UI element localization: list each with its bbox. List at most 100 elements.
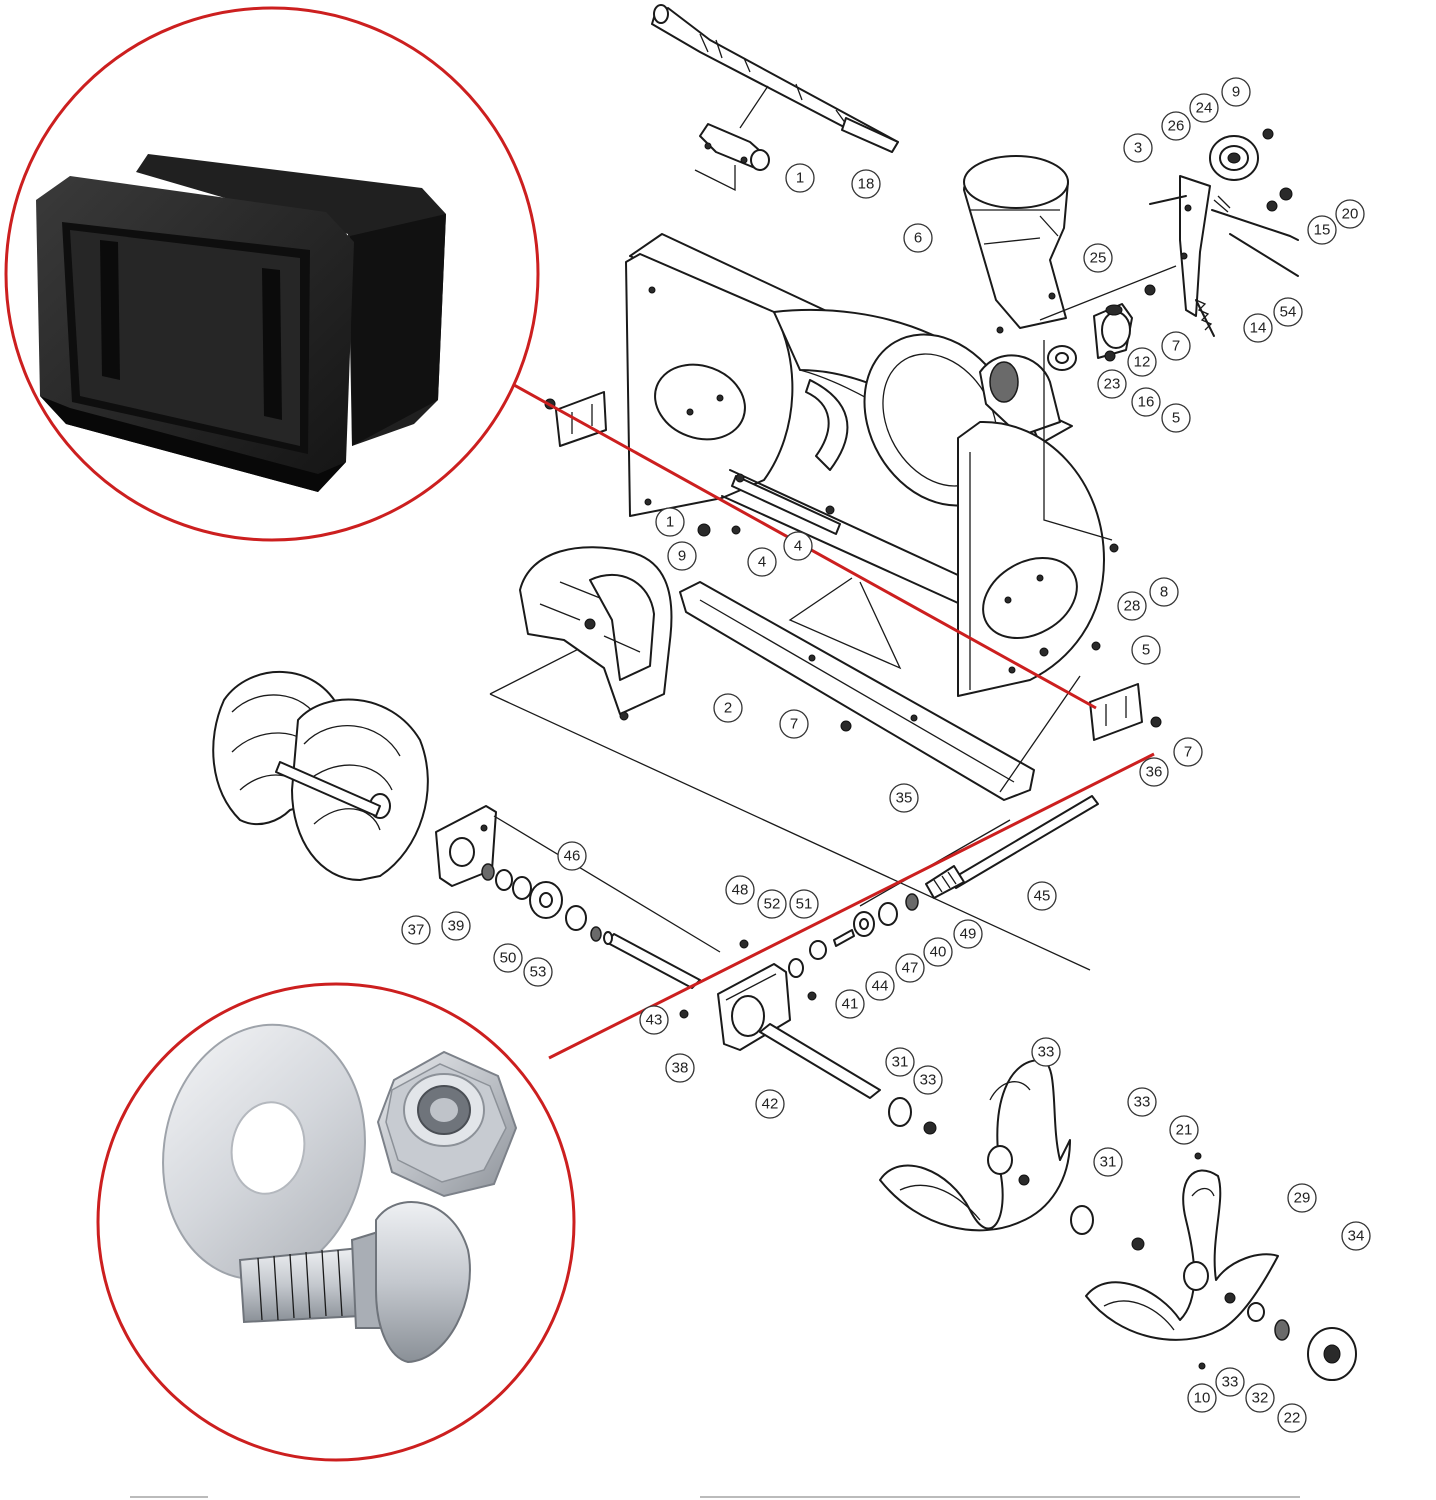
drive-shaft: [603, 931, 881, 1099]
callout-5: 5: [1131, 635, 1161, 665]
callout-label: 37: [408, 922, 425, 939]
impeller: [519, 546, 673, 721]
callout-label: 10: [1194, 1390, 1211, 1407]
callout-circle: [923, 937, 953, 967]
callout-label: 43: [646, 1012, 663, 1029]
callout-label: 21: [1176, 1122, 1193, 1139]
callout-label: 36: [1146, 764, 1163, 781]
auger-spacer-31b: [1070, 1205, 1145, 1251]
callout-46: 46: [557, 841, 587, 871]
callout-52: 52: [757, 889, 787, 919]
callout-6: 6: [903, 223, 933, 253]
callout-circle: [401, 915, 431, 945]
callout-50: 50: [493, 943, 523, 973]
callout-circle: [1097, 369, 1127, 399]
callout-label: 7: [1172, 338, 1180, 355]
callout-circle: [1131, 635, 1161, 665]
callout-label: 32: [1252, 1390, 1269, 1407]
left-gear-stack: [481, 815, 721, 953]
callout-label: 18: [858, 176, 875, 193]
callout-circle: [441, 911, 471, 941]
callout-label: 28: [1124, 598, 1141, 615]
callout-label: 33: [920, 1072, 937, 1089]
callout-label: 49: [960, 926, 977, 943]
callout-29: 29: [1287, 1183, 1317, 1213]
callout-10: 10: [1187, 1383, 1217, 1413]
scraper-bar: [489, 581, 1091, 971]
callout-circle: [1277, 1403, 1307, 1433]
callout-label: 29: [1294, 1190, 1311, 1207]
skid-shoe-photo-front: [36, 176, 354, 492]
callout-9: 9: [1221, 77, 1251, 107]
callout-label: 1: [666, 514, 674, 531]
callout-circle: [1031, 1037, 1061, 1067]
callout-label: 33: [1038, 1044, 1055, 1061]
callout-33: 33: [1031, 1037, 1061, 1067]
callout-label: 12: [1134, 354, 1151, 371]
callout-circle: [851, 169, 881, 199]
callout-circle: [1189, 93, 1219, 123]
callout-circle: [885, 1047, 915, 1077]
callout-25: 25: [1083, 243, 1113, 273]
callout-circle: [1127, 1087, 1157, 1117]
callout-48: 48: [725, 875, 755, 905]
callout-circle: [1161, 111, 1191, 141]
callout-label: 5: [1142, 642, 1150, 659]
callout-14: 14: [1243, 313, 1273, 343]
callout-circle: [1273, 297, 1303, 327]
callout-5: 5: [1161, 403, 1191, 433]
callout-circle: [1161, 331, 1191, 361]
idler-bracket: [1179, 175, 1211, 317]
auger-spiral-right-inner: [879, 1059, 1071, 1232]
chute-crank-rod: [651, 4, 899, 153]
callout-53: 53: [523, 957, 553, 987]
callout-circle: [865, 971, 895, 1001]
auger-spiral-left: [212, 670, 429, 881]
callout-label: 50: [500, 950, 517, 967]
callout-51: 51: [789, 889, 819, 919]
callout-7: 7: [779, 709, 809, 739]
callout-label: 3: [1134, 140, 1142, 157]
callout-circle: [1149, 577, 1179, 607]
idler-pulley: [1209, 128, 1274, 181]
callout-circle: [667, 541, 697, 571]
callout-label: 15: [1314, 222, 1331, 239]
callout-circle: [1083, 243, 1113, 273]
skid-shoe-right: [1089, 683, 1143, 741]
callout-circle: [1139, 757, 1169, 787]
callout-circle: [1093, 1147, 1123, 1177]
callout-circle: [1187, 1383, 1217, 1413]
callout-22: 22: [1277, 1403, 1307, 1433]
callout-label: 41: [842, 996, 859, 1013]
callout-label: 22: [1284, 1410, 1301, 1427]
callout-label: 47: [902, 960, 919, 977]
callout-circle: [889, 783, 919, 813]
callout-37: 37: [401, 915, 431, 945]
callout-label: 26: [1168, 118, 1185, 135]
callout-label: 31: [1100, 1154, 1117, 1171]
callout-34: 34: [1341, 1221, 1371, 1251]
callout-8: 8: [1149, 577, 1179, 607]
callout-circle: [713, 693, 743, 723]
callout-label: 2: [724, 700, 732, 717]
callout-4: 4: [783, 531, 813, 561]
callout-circle: [655, 507, 685, 537]
callout-1: 1: [655, 507, 685, 537]
callout-label: 53: [530, 964, 547, 981]
callout-label: 54: [1280, 304, 1297, 321]
callout-35: 35: [889, 783, 919, 813]
belt-cable: [1149, 187, 1299, 337]
callout-23: 23: [1097, 369, 1127, 399]
callout-circle: [835, 989, 865, 1019]
callout-16: 16: [1131, 387, 1161, 417]
callout-circle: [783, 531, 813, 561]
callout-circle: [1027, 881, 1057, 911]
callout-9: 9: [667, 541, 697, 571]
callout-circle: [1173, 737, 1203, 767]
callout-label: 38: [672, 1060, 689, 1077]
callout-label: 16: [1138, 394, 1155, 411]
callout-41: 41: [835, 989, 865, 1019]
callout-33: 33: [913, 1065, 943, 1095]
